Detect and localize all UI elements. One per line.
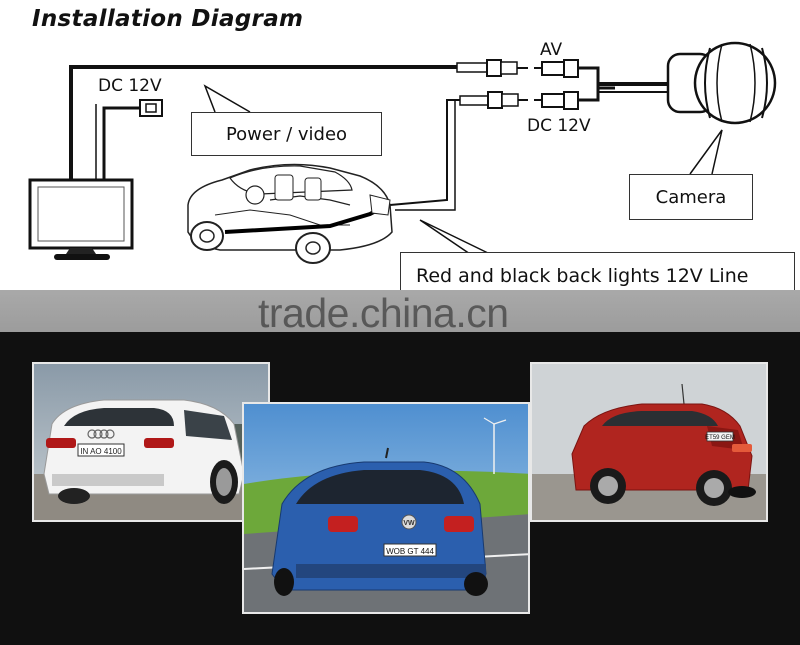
rca-connector-icon xyxy=(459,91,528,109)
main-cable xyxy=(69,65,488,180)
dc-plug-icon xyxy=(139,99,163,117)
back-lights-label: Red and black back lights 12V Line xyxy=(416,265,749,287)
watermark: trade.china.cn xyxy=(258,290,509,336)
center-plate-text: WOB GT 444 xyxy=(386,547,434,556)
camera-icon xyxy=(666,41,777,125)
rca-connector-icon xyxy=(456,59,528,77)
back-lights-callout: Red and black back lights 12V Line xyxy=(400,252,795,292)
red-suv-image: ET59 GEM xyxy=(532,364,766,520)
right-plate-text: ET59 GEM xyxy=(705,435,735,441)
power-video-pointer xyxy=(203,84,251,113)
audi-rings-icon xyxy=(87,429,115,439)
camera-callout: Camera xyxy=(629,174,753,220)
left-plate-text: IN AO 4100 xyxy=(80,447,122,456)
vw-logo-icon: VW xyxy=(401,514,417,530)
svg-text:VW: VW xyxy=(403,520,415,527)
camera-cable xyxy=(578,66,672,102)
car-photo-right: ET59 GEM xyxy=(530,362,768,522)
camera-dc-label: DC 12V xyxy=(527,116,591,136)
monitor-icon xyxy=(28,178,134,260)
diagram-title: Installation Diagram xyxy=(32,6,304,32)
audi-wagon-image: IN AO 4100 xyxy=(34,364,268,520)
blue-hatchback-image: VW WOB GT 444 xyxy=(244,404,528,612)
car-photo-left: IN AO 4100 xyxy=(32,362,270,522)
rca-connector-icon xyxy=(534,59,579,78)
car-photo-center: VW WOB GT 444 xyxy=(242,402,530,614)
av-label: AV xyxy=(540,40,563,60)
camera-pointer xyxy=(689,129,723,175)
monitor-dc-label: DC 12V xyxy=(98,76,162,96)
back-lights-pointer xyxy=(419,219,491,255)
grey-band xyxy=(0,290,800,332)
back-lights-cable xyxy=(389,99,460,211)
rca-connector-icon xyxy=(534,91,579,110)
car-cutaway-icon xyxy=(187,163,393,264)
wiring-diagram xyxy=(28,41,777,264)
power-video-callout: Power / video xyxy=(191,112,382,156)
